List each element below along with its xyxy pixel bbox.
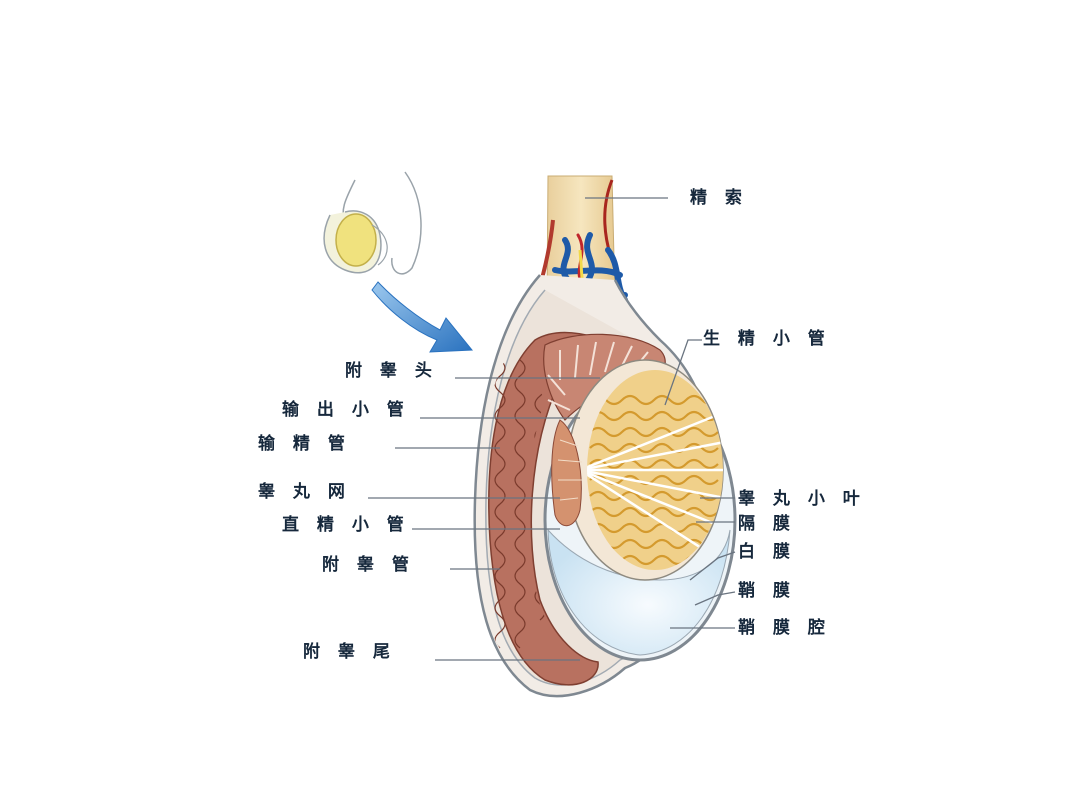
label-vas-deferens: 输 精 管 (258, 434, 351, 454)
blue-arrow-icon (371, 281, 474, 353)
label-spermatic-cord: 精 索 (690, 188, 748, 208)
label-septum: 隔 膜 (738, 514, 796, 534)
label-epididymis-head: 附 睾 头 (345, 361, 438, 381)
label-testicular-lobules: 睾 丸 小 叶 (738, 489, 866, 509)
label-tunica-vaginalis: 鞘 膜 (738, 581, 796, 601)
label-epididymis-duct: 附 睾 管 (322, 555, 415, 575)
inset-figure (323, 171, 422, 275)
label-efferent-ductules: 输 出 小 管 (282, 400, 410, 420)
rete-testis (551, 419, 583, 527)
label-rete-testis: 睾 丸 网 (258, 482, 351, 502)
label-straight-tubules: 直 精 小 管 (282, 515, 410, 535)
label-epididymis-tail: 附 睾 尾 (303, 642, 396, 662)
label-vaginal-cavity: 鞘 膜 腔 (738, 618, 831, 638)
label-seminiferous-tubules: 生 精 小 管 (703, 329, 831, 349)
leader-lines (368, 197, 736, 661)
seminiferous-tubules (587, 370, 723, 570)
label-tunica-albuginea: 白 膜 (738, 542, 796, 562)
